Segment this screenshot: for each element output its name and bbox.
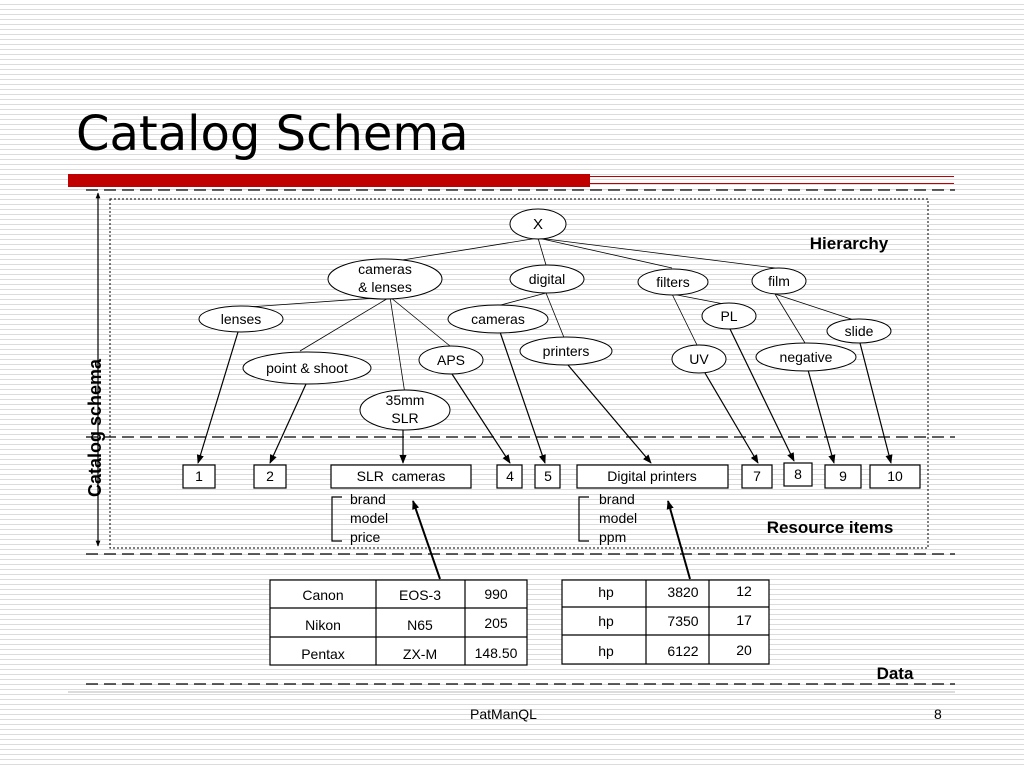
resource-item-slr-cameras: SLR cameras	[330, 464, 472, 489]
svg-text:APS: APS	[437, 352, 465, 368]
node-filters: filters	[637, 268, 709, 296]
node-lenses: lenses	[198, 305, 284, 333]
footer-title: PatManQL	[470, 706, 537, 722]
svg-text:9: 9	[839, 468, 847, 484]
data-to-item-arrows	[412, 500, 691, 580]
svg-text:4: 4	[506, 468, 514, 484]
svg-text:X: X	[533, 216, 543, 233]
camera-row-3-price: 148.50	[475, 645, 518, 661]
node-film: film	[751, 267, 807, 295]
camera-row-3-brand: Pentax	[301, 646, 345, 662]
printer-attributes-bracket	[578, 496, 589, 542]
node-digital: digital	[509, 264, 585, 294]
node-negative: negative	[755, 342, 857, 372]
slr-attr-model: model	[350, 510, 388, 526]
node-printers: printers	[519, 336, 613, 366]
printer-row-2-model: 7350	[667, 613, 698, 629]
printer-row-1-ppm: 12	[736, 583, 752, 599]
slr-attr-brand: brand	[350, 491, 386, 507]
node-slide: slide	[826, 318, 892, 344]
printer-attr-brand: brand	[599, 491, 635, 507]
node-point-shoot: point & shoot	[242, 351, 372, 385]
svg-text:2: 2	[266, 468, 274, 484]
svg-text:1: 1	[195, 468, 203, 484]
printer-data-table	[561, 579, 770, 665]
svg-text:7: 7	[753, 468, 761, 484]
node-cameras: cameras	[447, 304, 549, 334]
resource-item-10: 10	[869, 464, 921, 489]
camera-row-2-brand: Nikon	[305, 617, 341, 633]
resource-item-8: 8	[783, 462, 813, 487]
node-35mm-slr: 35mm SLR	[359, 389, 451, 431]
hierarchy-to-item-arrows	[196, 328, 893, 464]
camera-row-2-price: 205	[484, 615, 508, 631]
camera-row-1-price: 990	[484, 586, 508, 602]
printer-row-2-brand: hp	[598, 613, 614, 629]
printer-attr-model: model	[599, 510, 637, 526]
catalog-schema-label: Catalog schema	[85, 358, 105, 497]
resource-item-2: 2	[253, 464, 287, 489]
printer-row-1-brand: hp	[598, 584, 614, 600]
svg-text:8: 8	[794, 466, 802, 482]
schema-region-box	[109, 198, 929, 549]
node-uv: UV	[671, 344, 727, 374]
title-underline-rule	[590, 176, 954, 177]
resource-item-4: 4	[496, 464, 523, 489]
resource-item-5: 5	[534, 464, 561, 489]
node-aps: APS	[418, 345, 484, 375]
svg-text:5: 5	[544, 468, 552, 484]
page-number: 8	[934, 706, 942, 722]
resource-item-7: 7	[741, 464, 773, 489]
printer-row-3-brand: hp	[598, 643, 614, 659]
svg-text:10: 10	[887, 468, 903, 484]
resource-item-digital-printers: Digital printers	[576, 464, 729, 489]
camera-row-3-model: ZX-M	[403, 646, 437, 662]
data-label: Data	[877, 664, 914, 683]
svg-text:film: film	[768, 273, 790, 289]
svg-text:digital: digital	[529, 271, 566, 287]
hierarchy-edges	[234, 237, 858, 395]
camera-data-table	[269, 579, 528, 666]
svg-text:point & shoot: point & shoot	[266, 360, 348, 376]
node-root: X	[509, 208, 567, 240]
printer-attr-ppm: ppm	[599, 529, 626, 545]
printer-row-3-model: 6122	[667, 643, 698, 659]
svg-text:PL: PL	[720, 308, 737, 324]
svg-text:35mm: 35mm	[386, 392, 425, 408]
node-cameras-lenses: cameras & lenses	[327, 258, 443, 300]
svg-text:lenses: lenses	[221, 311, 261, 327]
slr-attributes-bracket	[331, 496, 342, 542]
printer-row-1-model: 3820	[667, 584, 698, 600]
svg-text:printers: printers	[543, 343, 590, 359]
svg-text:slide: slide	[845, 323, 874, 339]
camera-row-1-brand: Canon	[302, 587, 343, 603]
camera-row-2-model: N65	[407, 617, 433, 633]
svg-text:SLR cameras: SLR cameras	[357, 468, 446, 484]
printer-row-3-ppm: 20	[736, 642, 752, 658]
hierarchy-label: Hierarchy	[810, 234, 889, 253]
resource-item-9: 9	[824, 464, 862, 489]
svg-text:Digital printers: Digital printers	[607, 468, 696, 484]
svg-text:filters: filters	[656, 274, 689, 290]
svg-text:cameras: cameras	[358, 261, 412, 277]
svg-text:UV: UV	[689, 351, 709, 367]
printer-row-2-ppm: 17	[736, 612, 752, 628]
slr-attr-price: price	[350, 529, 381, 545]
resource-items-label: Resource items	[767, 518, 894, 537]
svg-text:cameras: cameras	[471, 311, 525, 327]
title-underline-bar	[68, 174, 590, 187]
resource-item-1: 1	[182, 464, 216, 489]
svg-text:& lenses: & lenses	[358, 279, 412, 295]
svg-text:SLR: SLR	[391, 410, 418, 426]
slide-title: Catalog Schema	[76, 106, 469, 162]
node-pl: PL	[701, 302, 757, 330]
svg-text:negative: negative	[780, 349, 833, 365]
camera-row-1-model: EOS-3	[399, 587, 441, 603]
title-underline-rule-lower	[590, 183, 954, 184]
